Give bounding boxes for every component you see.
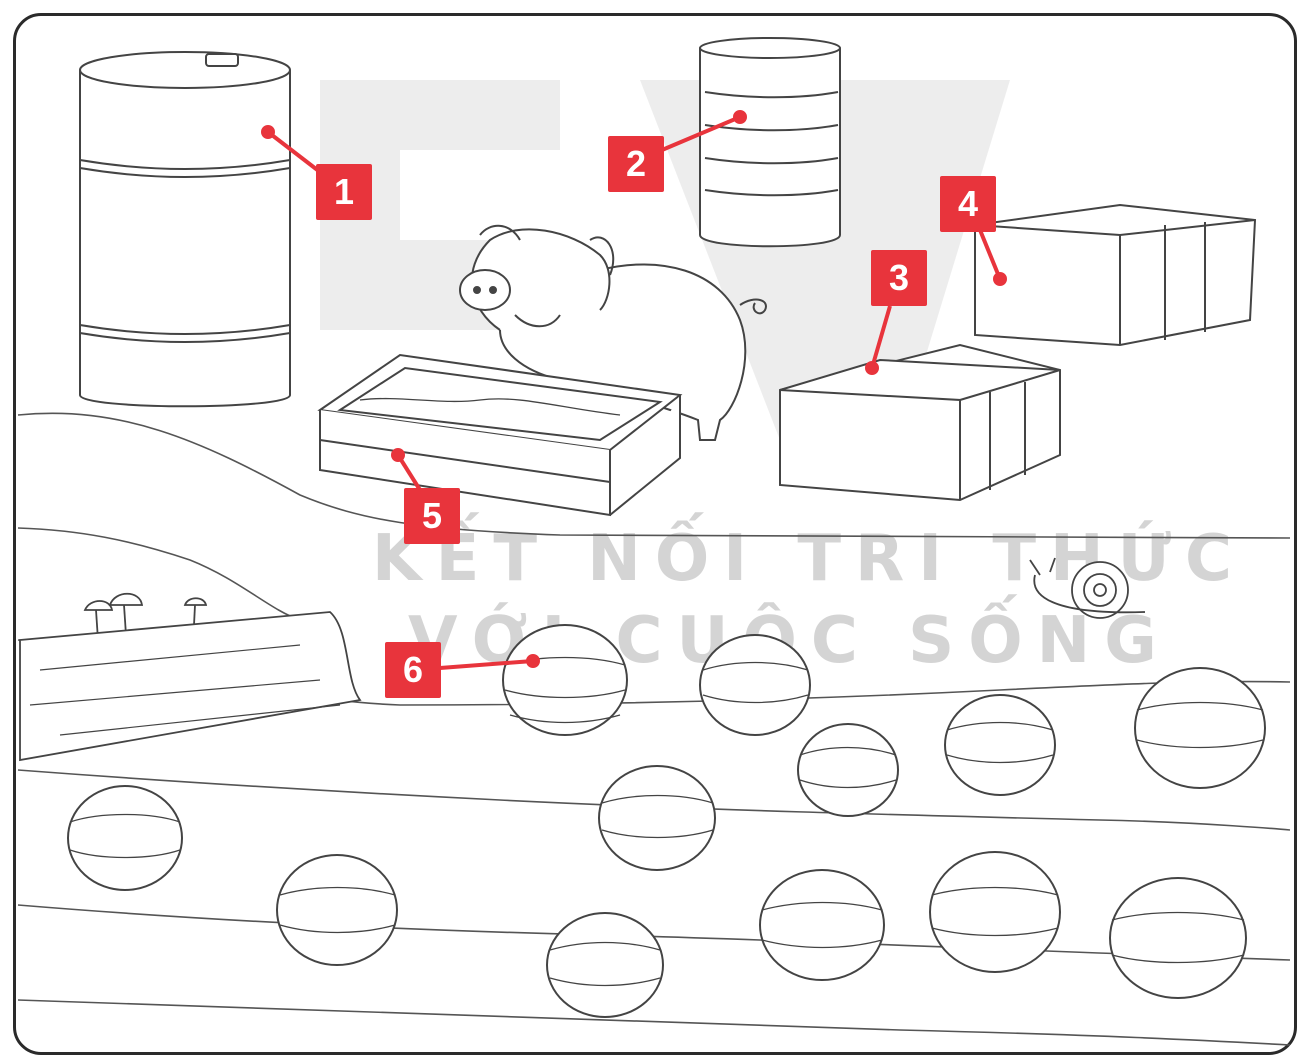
callout-1-badge: 1 <box>316 164 372 220</box>
melon <box>1134 667 1266 789</box>
callout-2-badge: 2 <box>608 136 664 192</box>
callout-3-badge: 3 <box>871 250 927 306</box>
hay-bale-front <box>779 343 1061 502</box>
melon <box>276 854 398 966</box>
melon <box>502 624 628 736</box>
metal-barrel <box>79 51 291 408</box>
snail <box>1029 557 1146 619</box>
melon <box>944 694 1056 796</box>
melon <box>67 785 183 891</box>
melon <box>759 869 885 981</box>
melon <box>699 634 811 736</box>
melon <box>546 912 664 1018</box>
hay-bale-back <box>974 203 1257 347</box>
melon <box>797 723 899 817</box>
melon <box>929 851 1061 973</box>
callout-5-badge: 5 <box>404 488 460 544</box>
melon <box>1109 877 1247 999</box>
feeding-trough <box>317 353 683 517</box>
fallen-log <box>19 611 362 762</box>
callout-leaders <box>261 110 1007 670</box>
callout-4-badge: 4 <box>940 176 996 232</box>
melon <box>598 765 716 871</box>
callout-6-badge: 6 <box>385 642 441 698</box>
melon-patch <box>67 624 1266 1018</box>
tin-can <box>699 37 841 248</box>
pig <box>459 224 767 441</box>
